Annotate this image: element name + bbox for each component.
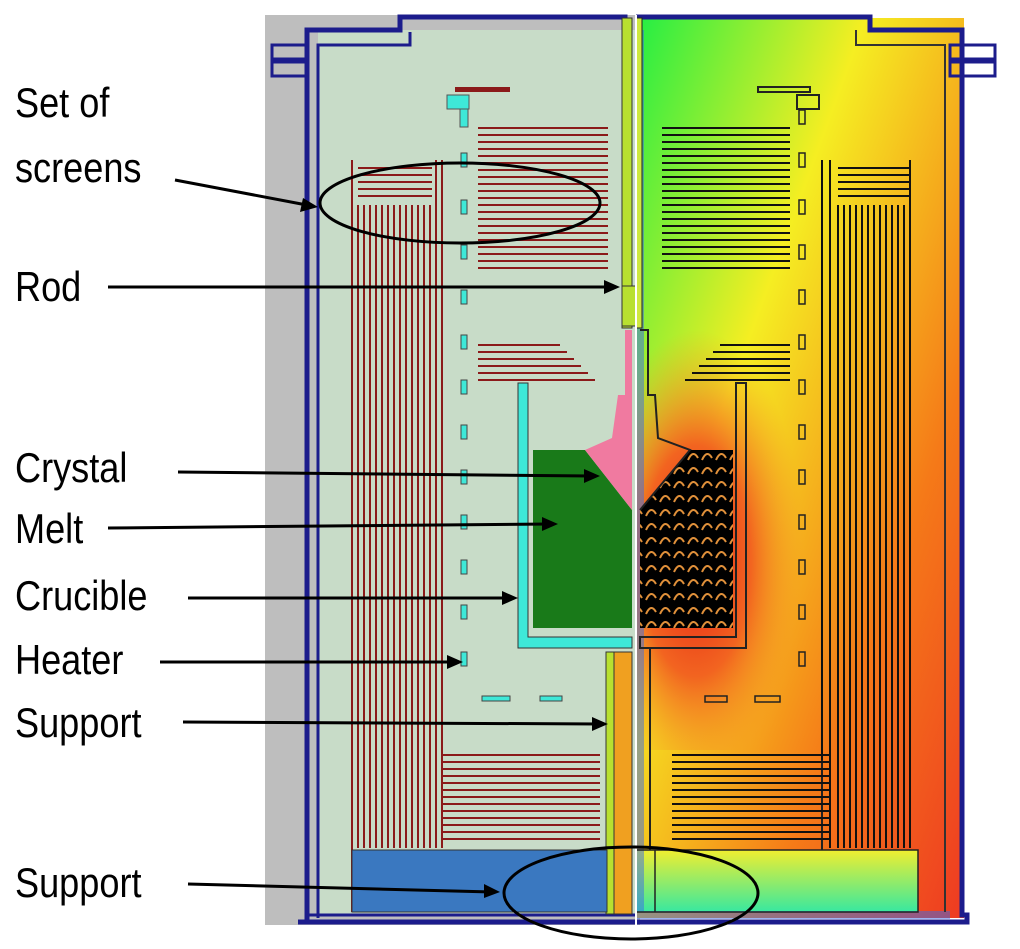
screen-stack-middle bbox=[478, 344, 595, 381]
label-melt: Melt bbox=[15, 505, 84, 552]
support-highlight-ellipse bbox=[502, 845, 760, 941]
heater-elements bbox=[460, 152, 468, 667]
label-heater: Heater bbox=[15, 636, 124, 683]
right-temperature-half bbox=[635, 14, 997, 925]
screen-stack-bottom-right bbox=[672, 754, 830, 840]
screens-highlight-ellipse bbox=[318, 161, 602, 245]
label-set-of-screens-line2: screens bbox=[15, 144, 142, 191]
label-support-upper: Support bbox=[15, 699, 142, 746]
label-rod: Rod bbox=[15, 263, 82, 310]
vertical-screens-right bbox=[821, 160, 911, 848]
screen-stack-bottom bbox=[442, 754, 600, 840]
bottom-region bbox=[636, 850, 918, 912]
melt-flow-pattern bbox=[640, 450, 733, 628]
label-crucible: Crucible bbox=[15, 572, 148, 619]
heater-elements-right bbox=[798, 109, 806, 667]
arrowheads bbox=[300, 198, 620, 898]
right-outer-frame bbox=[636, 14, 970, 925]
left-port bbox=[270, 43, 310, 78]
heater-top-block bbox=[446, 94, 470, 110]
label-set-of-screens-line1: Set of bbox=[15, 79, 110, 126]
top-screen-plate bbox=[455, 87, 510, 92]
crucible bbox=[517, 382, 633, 649]
crystal bbox=[585, 330, 632, 510]
annotations bbox=[107, 161, 760, 941]
melt bbox=[533, 450, 632, 628]
support-rod-orange bbox=[613, 651, 633, 915]
rod bbox=[621, 17, 633, 329]
label-support-lower: Support bbox=[15, 859, 142, 906]
screen-stack-upper-right bbox=[662, 127, 790, 269]
left-geometry-half bbox=[265, 14, 640, 925]
support-block bbox=[351, 849, 608, 913]
label-crystal: Crystal bbox=[15, 444, 128, 491]
screen-stack-upper bbox=[478, 127, 608, 269]
